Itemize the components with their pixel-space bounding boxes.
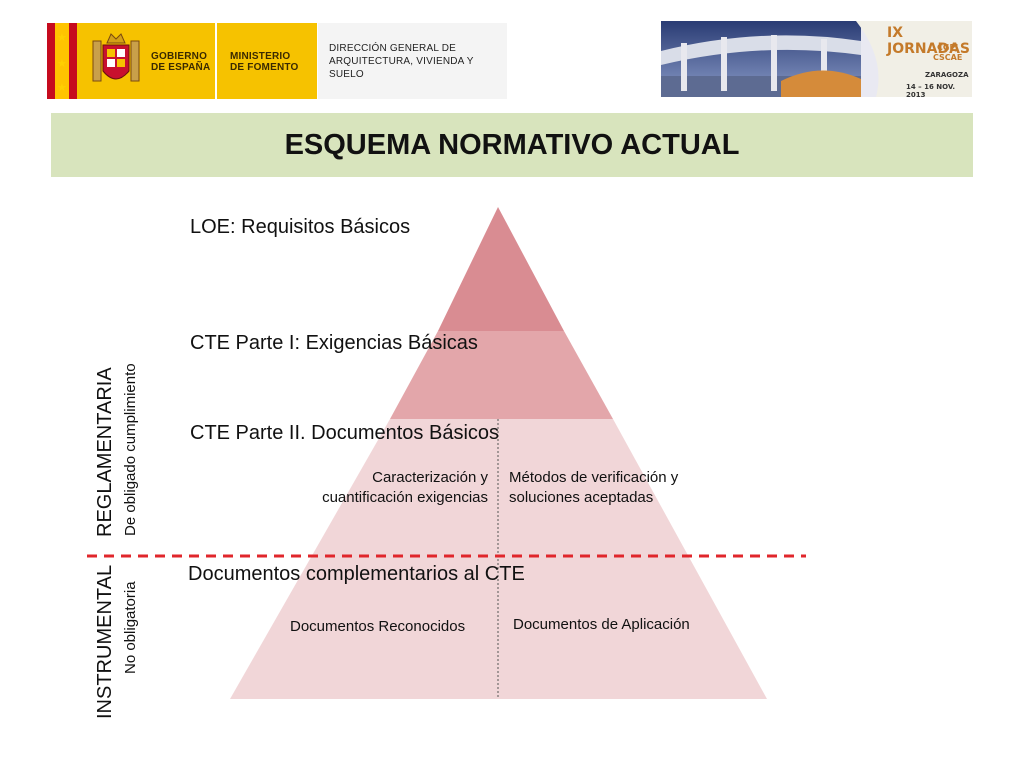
coat-of-arms-icon: [92, 33, 140, 82]
pyramid-level-exigencias: [390, 331, 613, 419]
direccion-line2: ARQUITECTURA, VIVIENDA Y: [329, 56, 474, 67]
instrumental-label: INSTRUMENTAL: [94, 564, 116, 719]
flag-stripe: [55, 23, 69, 99]
event-dates: 14 – 16 NOV. 2013: [906, 83, 956, 97]
direccion-line1: DIRECCIÓN GENERAL DE: [329, 43, 456, 54]
event-org2: CSCAE: [933, 53, 963, 62]
instrumental-sublabel: No obligatoria: [122, 581, 139, 674]
cte2-right-line2: soluciones aceptadas: [509, 489, 654, 506]
gobierno-line2: DE ESPAÑA: [151, 62, 211, 73]
direccion-line3: SUELO: [329, 69, 364, 80]
level-loe-label: LOE: Requisitos Básicos: [190, 216, 411, 238]
level-cte2-label: CTE Parte II. Documentos Básicos: [190, 422, 500, 444]
comp-left-label: Documentos Reconocidos: [290, 618, 466, 635]
ministerio-line2: DE FOMENTO: [230, 62, 299, 73]
logo-divider: [215, 23, 217, 99]
level-cte1-label: CTE Parte I: Exigencias Básicas: [190, 332, 478, 354]
pyramid-level-loe: [438, 207, 564, 331]
reglamentaria-sublabel: De obligado cumplimiento: [122, 363, 139, 536]
eu-stars-icon: ★ ★ ★: [57, 31, 67, 94]
event-title: IX JORNADAS: [887, 25, 970, 57]
gobierno-line1: GOBIERNO: [151, 51, 208, 62]
svg-text:★: ★: [57, 31, 67, 44]
cte2-left-line2: cuantificación exigencias: [322, 489, 488, 506]
svg-text:★: ★: [57, 57, 67, 70]
cte2-left-line1: Caracterización y: [372, 469, 488, 486]
event-banner: IX JORNADAS CGPJ CSCAE ZARAGOZA 14 – 16 …: [661, 21, 972, 97]
level-complementarios-label: Documentos complementarios al CTE: [188, 563, 525, 585]
comp-right-label: Documentos de Aplicación: [513, 616, 690, 633]
government-logo: ★ ★ ★ GOBIERNO DE ESPAÑA MINISTERIO DE F…: [47, 23, 507, 99]
event-city: ZARAGOZA: [925, 71, 969, 79]
svg-text:★: ★: [57, 81, 67, 94]
cte2-right-line1: Métodos de verificación y: [509, 469, 679, 486]
reglamentaria-label: REGLAMENTARIA: [94, 367, 116, 537]
event-org1: CGPJ: [937, 43, 959, 52]
ministerio-line1: MINISTERIO: [230, 51, 291, 62]
building-photo-icon: [661, 21, 972, 97]
direccion-box: [318, 23, 507, 99]
page-title: ESQUEMA NORMATIVO ACTUAL: [284, 128, 740, 161]
title-bar: ESQUEMA NORMATIVO ACTUAL: [51, 113, 973, 177]
